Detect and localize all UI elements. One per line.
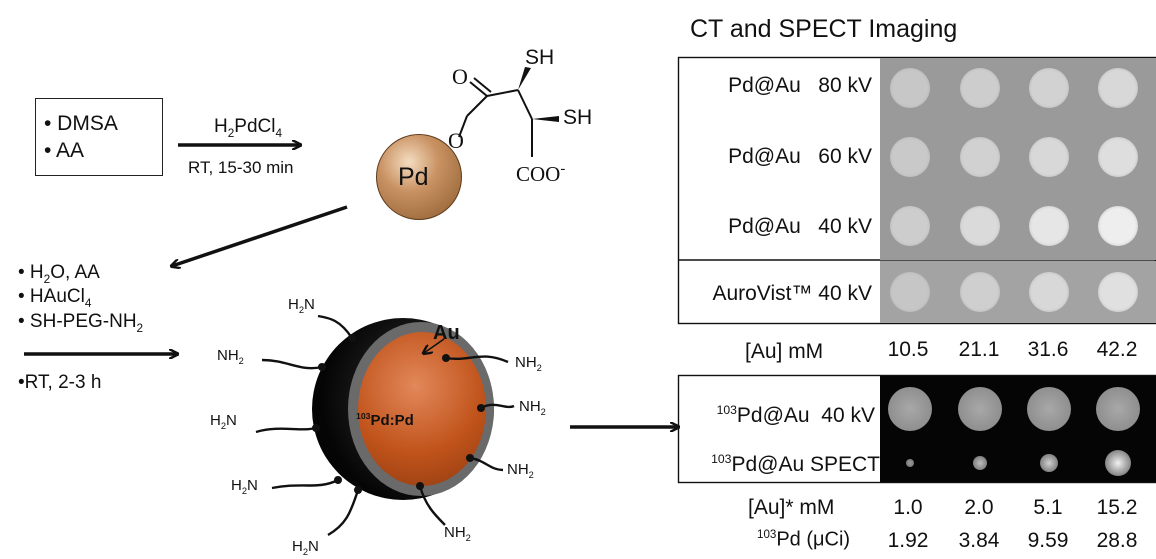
step1-conditions: RT, 15-30 min <box>188 158 294 177</box>
ct-phantom-well <box>1098 206 1138 246</box>
pd-activity-value: 1.92 <box>887 529 929 552</box>
au-star-label: [Au]* mM <box>748 496 835 519</box>
ct-phantom-well <box>890 68 930 108</box>
au-conc-value: 10.5 <box>887 338 929 361</box>
amine-label: NH2 <box>507 461 534 480</box>
ct-phantom-well <box>1029 272 1069 312</box>
ct-phantom-well <box>1098 137 1138 177</box>
ct-radio-well <box>1096 387 1140 431</box>
step1-reagent: H2PdCl4 <box>214 116 283 140</box>
ct-phantom-well <box>1029 137 1069 177</box>
step2-reagent-h2o-aa: • H2O, AA <box>18 262 100 286</box>
amine-label: NH2 <box>519 398 546 417</box>
au-star-value: 15.2 <box>1096 496 1138 519</box>
pd-core-label: Pd <box>398 163 429 191</box>
radio-row-label: 103Pd@Au 40 kV <box>716 403 875 427</box>
au-conc-value: 42.2 <box>1096 338 1138 361</box>
au-conc-value: 21.1 <box>958 338 1000 361</box>
imaging-title: CT and SPECT Imaging <box>690 15 958 43</box>
peg-chains <box>255 314 515 537</box>
ct-phantom-well <box>960 68 1000 108</box>
ct-phantom-well <box>960 272 1000 312</box>
au-shell-label: Au <box>433 322 460 344</box>
amine-label: NH2 <box>444 524 471 543</box>
reactant-aa: • AA <box>44 139 85 162</box>
ct-row-label: AuroVist™ 40 kV <box>712 282 872 305</box>
au-conc-value: 31.6 <box>1027 338 1069 361</box>
pd-core-sphere <box>376 134 462 220</box>
pd-activity-value: 28.8 <box>1096 529 1138 552</box>
core-label: 103Pd:Pd <box>356 411 414 429</box>
dmsa-ligand-bonds <box>458 77 533 157</box>
radio-row-label: 103Pd@Au SPECT <box>711 452 880 476</box>
ct-radio-well <box>958 387 1002 431</box>
spect-signal <box>906 459 914 467</box>
spect-signal <box>973 456 987 470</box>
reactant-dmsa: • DMSA <box>44 112 118 135</box>
ct-radio-well <box>1027 387 1071 431</box>
peg-anchor-dots <box>312 334 485 494</box>
spect-signal <box>1040 454 1058 472</box>
au-conc-label: [Au] mM <box>745 340 824 363</box>
step2-reagent-haucl4: • HAuCl4 <box>18 286 92 310</box>
amine-label: NH2 <box>217 347 244 366</box>
ct-phantom-well <box>890 206 930 246</box>
amine-label: NH2 <box>515 354 542 373</box>
step2-conditions: •RT, 2-3 h <box>18 372 102 393</box>
wedge-bond-1 <box>518 67 531 90</box>
ct-row-label: Pd@Au 80 kV <box>728 74 872 97</box>
ct-row-label: Pd@Au 40 kV <box>728 215 872 238</box>
ct-phantom-well <box>890 272 930 312</box>
ct-phantom-well <box>1098 272 1138 312</box>
ct-phantom-well <box>890 137 930 177</box>
ct-phantom-well <box>1098 68 1138 108</box>
amine-label: H2N <box>231 477 258 496</box>
pd-activity-value: 9.59 <box>1027 529 1069 552</box>
thiol-2: SH <box>563 106 593 129</box>
spect-signal <box>1105 450 1131 476</box>
pd-activity-value: 3.84 <box>958 529 1000 552</box>
amine-label: H2N <box>288 296 315 315</box>
ct-radio-well <box>888 387 932 431</box>
step2-arrow-diagonal <box>172 205 348 266</box>
ct-row-label: Pd@Au 60 kV <box>728 145 872 168</box>
ct-phantom-well <box>1029 206 1069 246</box>
au-star-value: 1.0 <box>893 496 923 519</box>
reactant-box: • DMSA • AA <box>35 98 163 176</box>
au-star-value: 5.1 <box>1033 496 1063 519</box>
step2-reagent-peg: • SH-PEG-NH2 <box>18 311 144 335</box>
ct-phantom-well <box>960 206 1000 246</box>
au-pointer <box>424 338 445 353</box>
amine-label: H2N <box>292 538 319 557</box>
carboxylate: COO- <box>516 161 566 186</box>
carbonyl-o: O <box>452 64 468 89</box>
ct-phantom-well <box>1029 68 1069 108</box>
au-star-value: 2.0 <box>964 496 994 519</box>
amine-label: H2N <box>210 412 237 431</box>
pd-activity-label: 103Pd (μCi) <box>757 528 851 551</box>
thiol-1: SH <box>525 46 555 69</box>
wedge-bond-2 <box>532 116 559 122</box>
ct-phantom-well <box>960 137 1000 177</box>
